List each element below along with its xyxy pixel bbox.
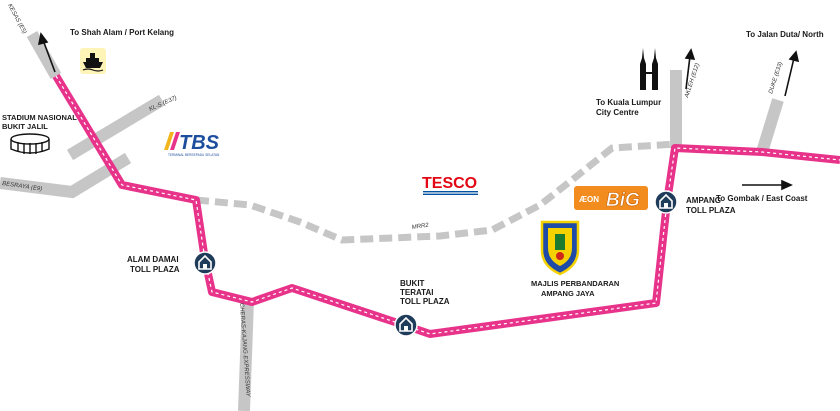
arrow-icon <box>37 32 56 73</box>
toll-plaza-bukit-teratai[interactable]: BUKIT TERATAI TOLL PLAZA <box>394 279 450 337</box>
aeon-big-logo: ÆON BiG <box>574 186 648 211</box>
road-duke[interactable] <box>756 98 784 154</box>
arrow-icon <box>784 50 800 97</box>
tbs-logo: TBS TERMINAL BERSEPADU SELATAN <box>164 132 220 157</box>
toll-plaza-alam-damai[interactable]: ALAM DAMAI TOLL PLAZA <box>127 251 217 275</box>
direction-kl-line2: City Centre <box>596 108 639 117</box>
toll-label-line2: TOLL PLAZA <box>686 206 736 215</box>
direction-shah-alam: To Shah Alam / Port Kelang <box>70 28 174 37</box>
direction-gombak: To Gombak / East Coast <box>716 194 808 203</box>
crest-icon <box>540 220 580 276</box>
tbs-text: TBS <box>179 132 220 154</box>
direction-arrows <box>37 32 800 191</box>
ship-icon <box>80 48 106 74</box>
label-mrr2: MRR2 <box>411 223 429 231</box>
road-mrr2[interactable] <box>195 140 677 244</box>
main-highway[interactable] <box>52 73 840 338</box>
toll-plaza-icon <box>193 251 217 275</box>
stadium-label-line1: STADIUM NASIONAL <box>2 113 77 122</box>
toll-label-line2: TERATAI <box>400 288 433 297</box>
direction-jalan-duta: To Jalan Duta/ North <box>746 30 824 39</box>
toll-label-line3: TOLL PLAZA <box>400 297 450 306</box>
tesco-logo: TESCO <box>422 175 478 195</box>
toll-plaza-icon <box>654 190 678 214</box>
label-besraya: BESRAYA (E9) <box>2 181 43 193</box>
mpaj-label-line1: MAJLIS PERBANDARAN <box>531 279 619 288</box>
road-kl-s[interactable] <box>66 94 166 161</box>
label-kesas: KESAS (E5) <box>6 3 27 35</box>
stadium-label-line2: BUKIT JALIL <box>2 122 48 131</box>
toll-label-line2: TOLL PLAZA <box>130 265 180 274</box>
twin-towers-icon <box>640 48 658 90</box>
tbs-stripes-icon <box>164 132 180 150</box>
road-kesas[interactable] <box>26 31 62 79</box>
toll-plaza-icon <box>394 313 418 337</box>
tesco-text: TESCO <box>422 175 477 192</box>
big-text: BiG <box>606 190 640 211</box>
mpaj-label-line2: AMPANG JAYA <box>541 289 595 298</box>
tesco-stripes-icon <box>423 191 478 195</box>
arrow-icon <box>684 48 696 90</box>
feeder-roads <box>0 31 784 411</box>
toll-label-line1: AMPANG <box>686 196 721 205</box>
direction-kl-line1: To Kuala Lumpur <box>596 98 661 107</box>
aeon-text: ÆON <box>579 195 599 204</box>
road-cheras-kajang[interactable] <box>238 299 254 411</box>
toll-plaza-ampang[interactable]: AMPANG TOLL PLAZA <box>654 190 736 215</box>
stadium-icon <box>10 133 50 154</box>
toll-label-line1: BUKIT <box>400 279 425 288</box>
label-duke: DUKE (E33) <box>768 61 784 94</box>
toll-label-line1: ALAM DAMAI <box>127 255 179 264</box>
tbs-subtitle: TERMINAL BERSEPADU SELATAN <box>168 153 220 157</box>
arrow-icon <box>742 179 793 191</box>
